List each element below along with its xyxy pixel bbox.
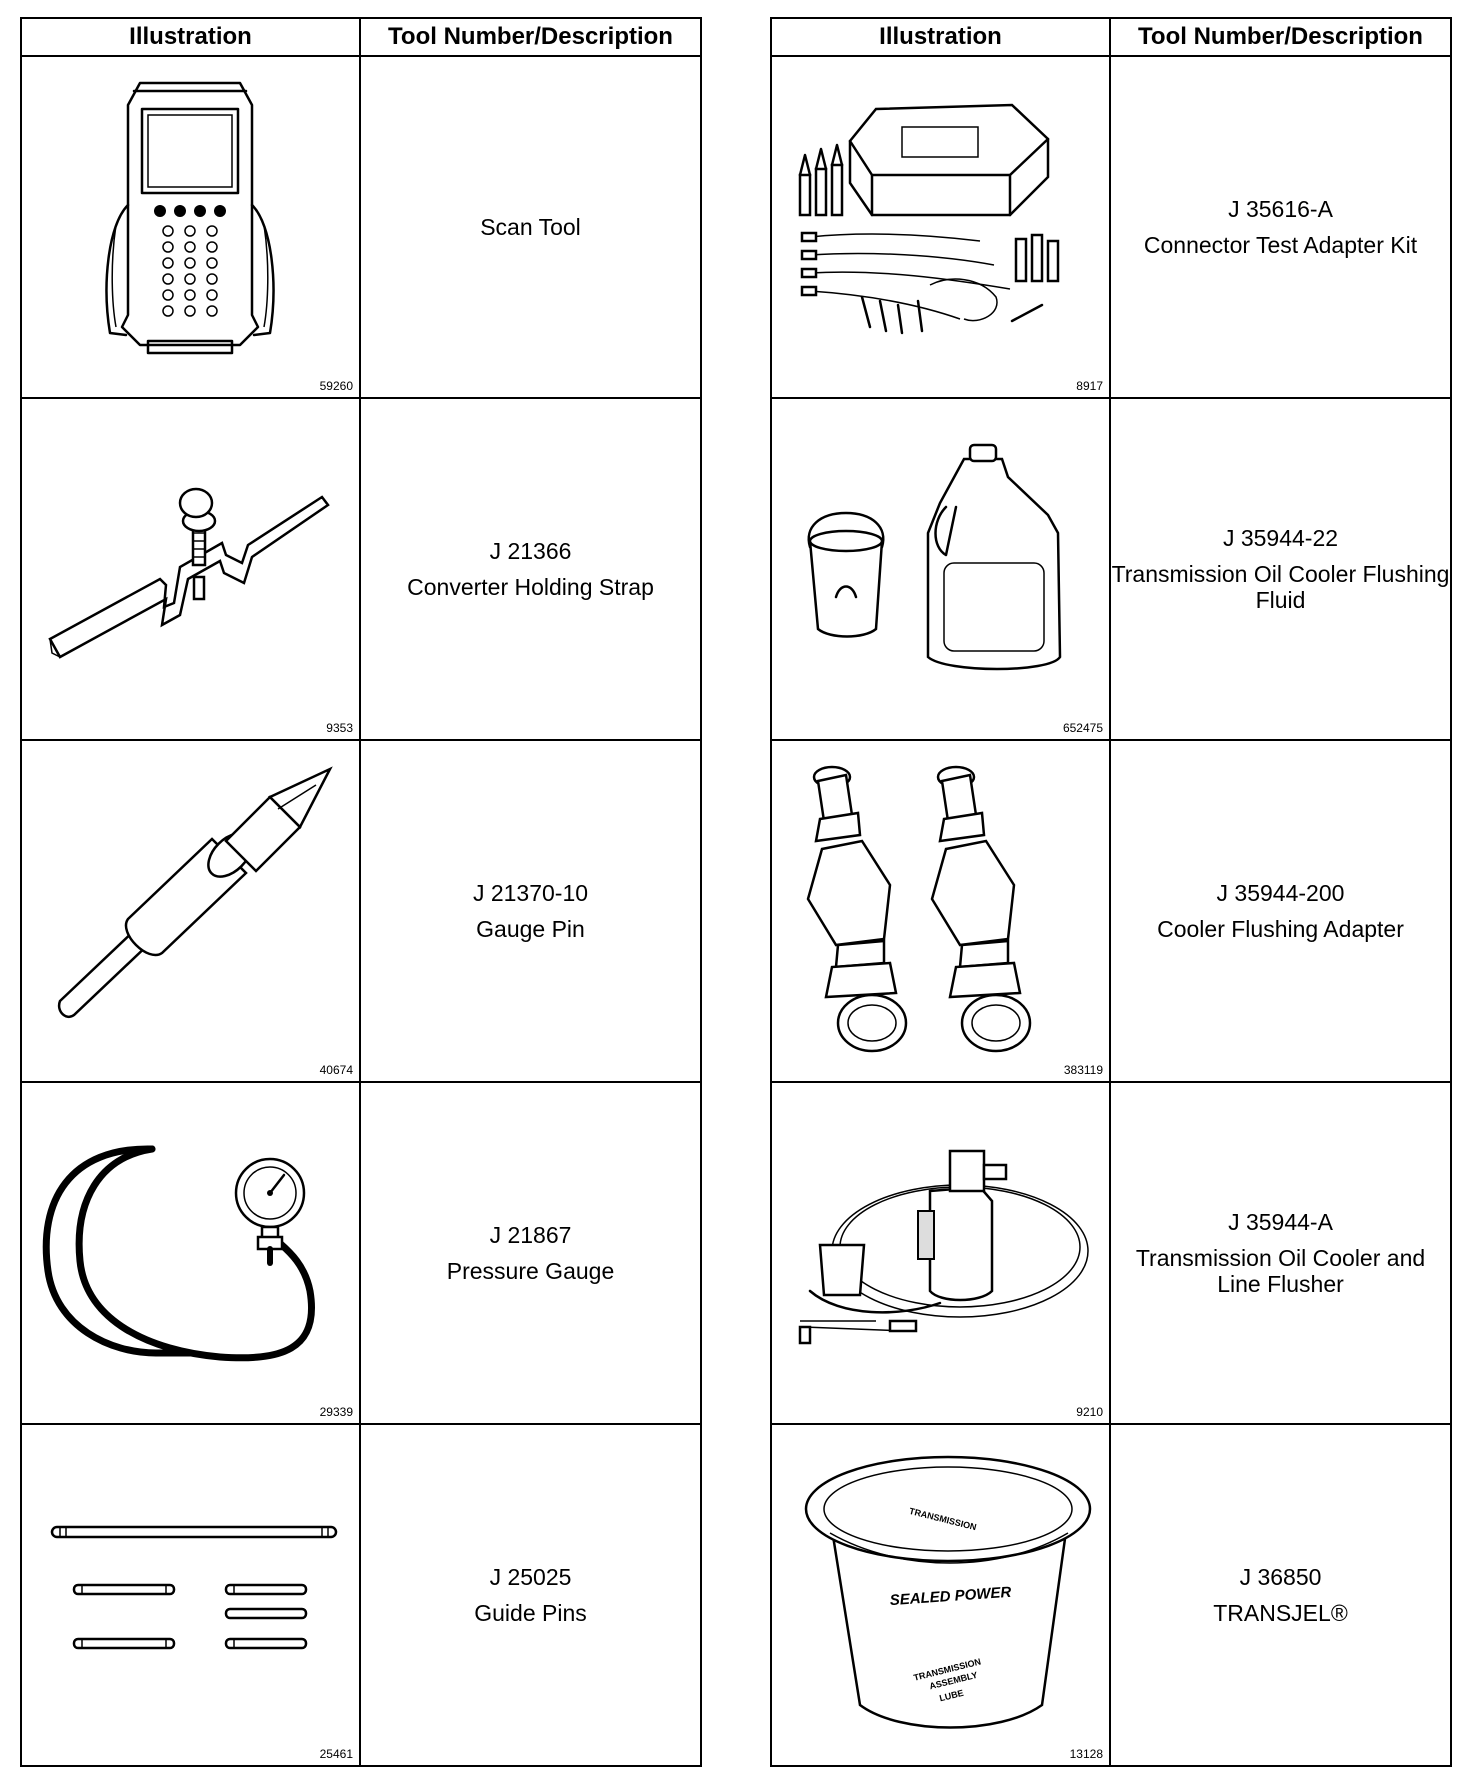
pressure-gauge-icon bbox=[42, 1145, 315, 1362]
table-row: 29339 J 21867 Pressure Gauge bbox=[20, 1081, 702, 1425]
tool-number: J 21366 bbox=[489, 538, 572, 564]
figure-number: 383119 bbox=[1063, 1063, 1103, 1077]
illustration-cell: 9210 bbox=[770, 1081, 1111, 1425]
illustration-cell: 29339 bbox=[20, 1081, 361, 1425]
tool-number: J 35944-200 bbox=[1216, 880, 1345, 906]
figure-number: 8917 bbox=[1076, 379, 1103, 393]
header-illustration: Illustration bbox=[20, 17, 361, 57]
tool-number: J 35944-22 bbox=[1222, 525, 1339, 551]
table-row: 40674 J 21370-10 Gauge Pin bbox=[20, 739, 702, 1083]
adapter-kit-icon bbox=[798, 103, 1060, 335]
flushing-adapter-icon bbox=[806, 765, 1032, 1053]
table-row: 8917 J 35616-A Connector Test Adapter Ki… bbox=[770, 55, 1452, 399]
tool-name: Guide Pins bbox=[474, 1600, 587, 1626]
description-cell: J 35944-22 Transmission Oil Cooler Flush… bbox=[1109, 397, 1452, 741]
table-row: 383119 J 35944-200 Cooler Flushing Adapt… bbox=[770, 739, 1452, 1083]
holding-strap-icon bbox=[48, 487, 330, 659]
tool-name: Gauge Pin bbox=[476, 916, 585, 942]
tool-number: J 35616-A bbox=[1228, 196, 1333, 222]
table-header-row: Illustration Tool Number/Description bbox=[770, 17, 1452, 57]
transjel-tub-icon: TRANSMISSION SEALED POWER TRANSMISSION A… bbox=[804, 1455, 1092, 1729]
tool-name: Converter Holding Strap bbox=[407, 574, 654, 600]
tool-table-right: Illustration Tool Number/Description bbox=[770, 17, 1452, 1767]
gauge-pin-icon bbox=[57, 766, 333, 1018]
guide-pins-icon bbox=[50, 1525, 338, 1650]
illustration-cell: 383119 bbox=[770, 739, 1111, 1083]
figure-number: 40674 bbox=[319, 1063, 353, 1077]
tool-name: Pressure Gauge bbox=[446, 1258, 615, 1284]
illustration-cell: TRANSMISSION SEALED POWER TRANSMISSION A… bbox=[770, 1423, 1111, 1767]
description-cell: Scan Tool bbox=[359, 55, 702, 399]
figure-number: 59260 bbox=[319, 379, 353, 393]
figure-number: 25461 bbox=[319, 1747, 353, 1761]
illustration-cell: 40674 bbox=[20, 739, 361, 1083]
description-cell: J 35616-A Connector Test Adapter Kit bbox=[1109, 55, 1452, 399]
figure-number: 29339 bbox=[319, 1405, 353, 1419]
tool-name: Connector Test Adapter Kit bbox=[1143, 232, 1418, 258]
illustration-cell: 25461 bbox=[20, 1423, 361, 1767]
tool-number: J 35944-A bbox=[1228, 1209, 1333, 1235]
tool-name: Cooler Flushing Adapter bbox=[1157, 916, 1404, 942]
header-description: Tool Number/Description bbox=[1109, 17, 1452, 57]
header-description: Tool Number/Description bbox=[359, 17, 702, 57]
scan-tool-icon bbox=[105, 81, 275, 355]
tool-name: TRANSJEL® bbox=[1213, 1600, 1348, 1626]
table-row: 9353 J 21366 Converter Holding Strap bbox=[20, 397, 702, 741]
header-illustration: Illustration bbox=[770, 17, 1111, 57]
tool-table-left: Illustration Tool Number/Description bbox=[20, 17, 702, 1767]
tool-number: J 25025 bbox=[489, 1564, 572, 1590]
illustration-cell: 8917 bbox=[770, 55, 1111, 399]
description-cell: J 25025 Guide Pins bbox=[359, 1423, 702, 1767]
table-header-row: Illustration Tool Number/Description bbox=[20, 17, 702, 57]
tool-name: Transmission Oil Cooler and Line Flusher bbox=[1135, 1245, 1426, 1297]
table-row: 652475 J 35944-22 Transmission Oil Coole… bbox=[770, 397, 1452, 741]
description-cell: J 21867 Pressure Gauge bbox=[359, 1081, 702, 1425]
table-row: 9210 J 35944-A Transmission Oil Cooler a… bbox=[770, 1081, 1452, 1425]
line-flusher-icon bbox=[798, 1149, 1089, 1345]
fluid-jug-icon bbox=[807, 443, 1062, 671]
description-cell: J 36850 TRANSJEL® bbox=[1109, 1423, 1452, 1767]
tool-name: Transmission Oil Cooler Flushing Fluid bbox=[1111, 561, 1450, 613]
tool-number: J 36850 bbox=[1239, 1564, 1322, 1590]
tool-name: Scan Tool bbox=[480, 214, 581, 240]
illustration-cell: 652475 bbox=[770, 397, 1111, 741]
table-row: 59260 Scan Tool bbox=[20, 55, 702, 399]
figure-number: 13128 bbox=[1069, 1747, 1103, 1761]
illustration-cell: 59260 bbox=[20, 55, 361, 399]
description-cell: J 35944-A Transmission Oil Cooler and Li… bbox=[1109, 1081, 1452, 1425]
description-cell: J 21370-10 Gauge Pin bbox=[359, 739, 702, 1083]
description-cell: J 21366 Converter Holding Strap bbox=[359, 397, 702, 741]
illustration-cell: 9353 bbox=[20, 397, 361, 741]
figure-number: 9353 bbox=[326, 721, 353, 735]
tool-number: J 21370-10 bbox=[472, 880, 589, 906]
table-row: 25461 J 25025 Guide Pins bbox=[20, 1423, 702, 1767]
description-cell: J 35944-200 Cooler Flushing Adapter bbox=[1109, 739, 1452, 1083]
tool-number: J 21867 bbox=[489, 1222, 572, 1248]
figure-number: 652475 bbox=[1062, 721, 1103, 735]
figure-number: 9210 bbox=[1076, 1405, 1103, 1419]
table-row: TRANSMISSION SEALED POWER TRANSMISSION A… bbox=[770, 1423, 1452, 1767]
